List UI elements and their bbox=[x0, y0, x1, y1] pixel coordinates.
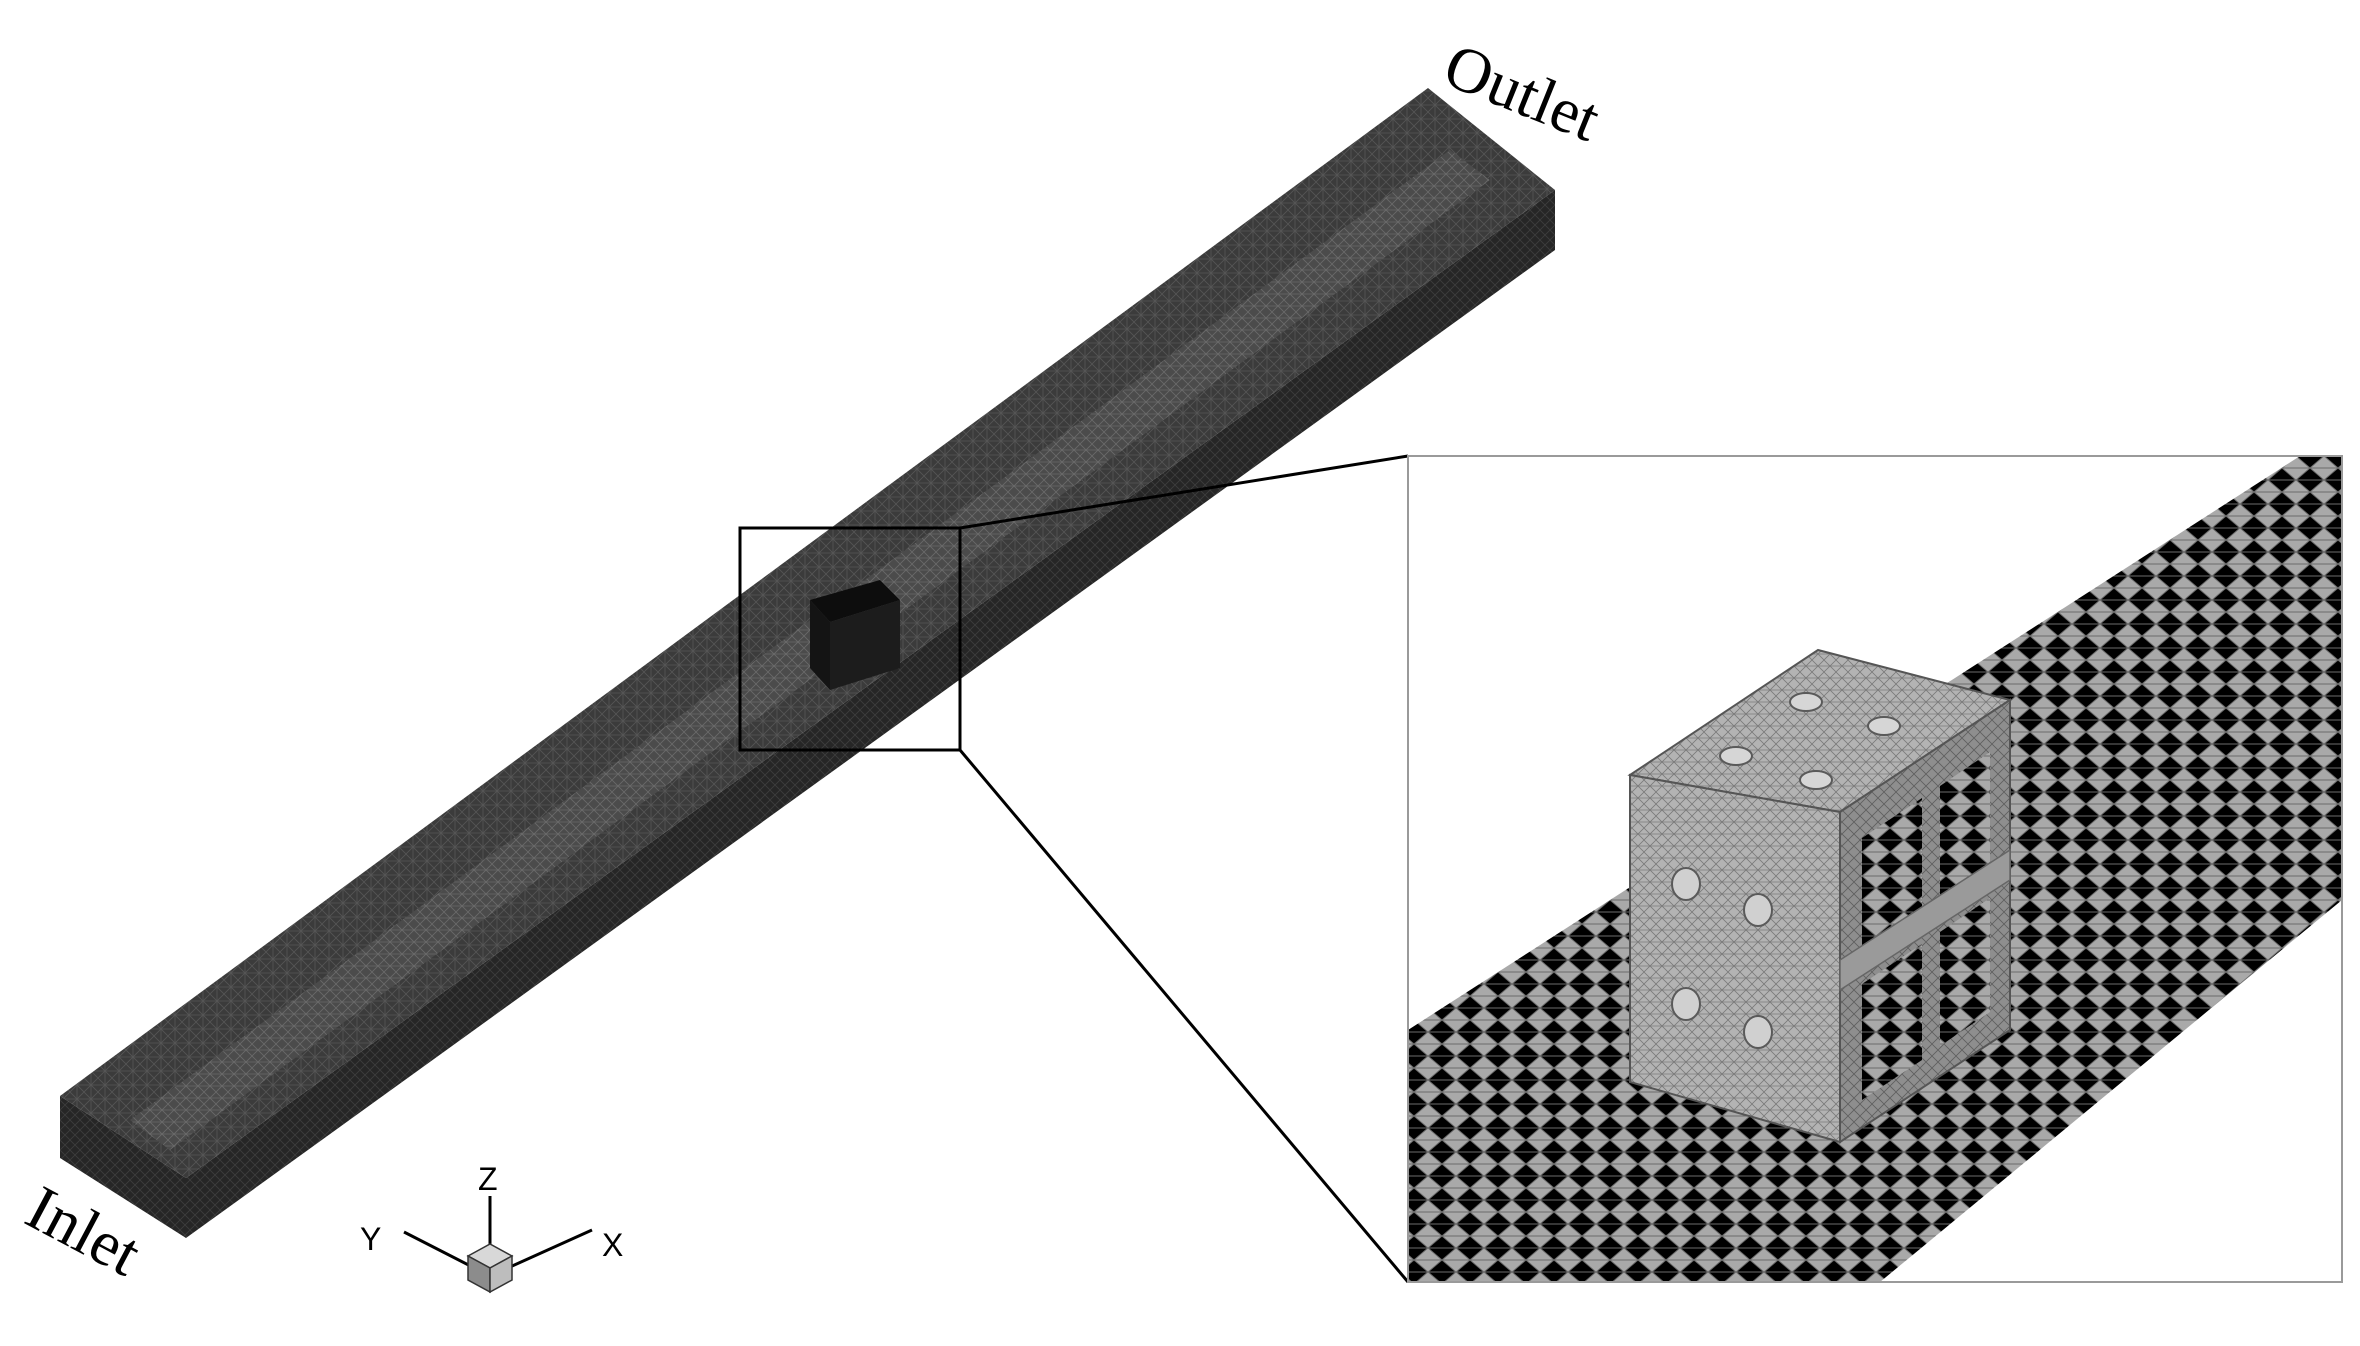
obstacle-block bbox=[810, 580, 900, 690]
zoom-region-box bbox=[738, 526, 962, 752]
zoom-inset-frame bbox=[1407, 455, 2343, 1283]
axis-x-label: X bbox=[602, 1227, 623, 1263]
axis-cube-icon bbox=[466, 1243, 514, 1294]
zoom-inset bbox=[1408, 456, 2342, 1282]
axis-triad: Z Y X bbox=[360, 1161, 623, 1294]
cube-front-holes bbox=[1671, 867, 1773, 1049]
zoom-connector-top bbox=[959, 454, 1409, 530]
axis-z-label: Z bbox=[478, 1161, 498, 1197]
channel-inlet-face bbox=[60, 1096, 186, 1238]
zoom-connector-bottom bbox=[958, 749, 1410, 1283]
cube-top-holes bbox=[1719, 692, 1901, 790]
axis-y-label: Y bbox=[360, 1221, 381, 1257]
channel-domain bbox=[60, 88, 1555, 1238]
cube-front-face bbox=[1629, 773, 1841, 1144]
channel-side-face bbox=[186, 190, 1555, 1238]
